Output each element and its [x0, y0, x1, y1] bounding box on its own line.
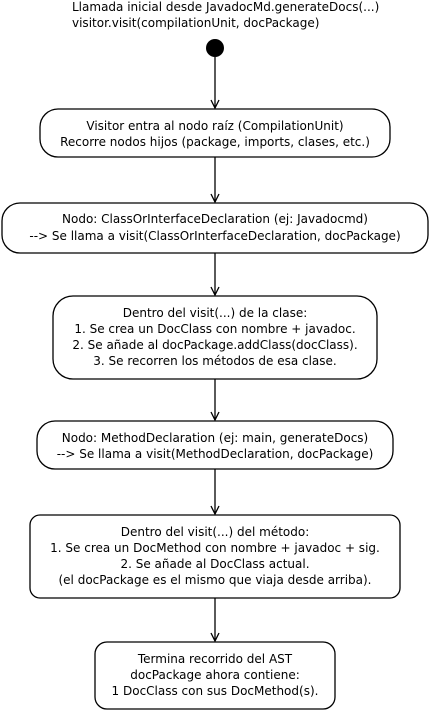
node-method-decl: Nodo: MethodDeclaration (ej: main, gener…: [36, 420, 394, 470]
arrowhead-end: [210, 632, 220, 643]
node-class-decl-line-2: --> Se llama a visit(ClassOrInterfaceDec…: [29, 229, 400, 243]
node-box-method-decl: [36, 420, 394, 470]
node-end-line-1: Termina recorrido del AST: [137, 652, 293, 666]
node-class-visit: Dentro del visit(...) de la clase: 1. Se…: [52, 295, 378, 380]
arrowhead-class-visit: [210, 286, 220, 297]
node-end: Termina recorrido del AST docPackage aho…: [94, 641, 336, 710]
arrowhead-class-decl: [210, 193, 220, 204]
node-method-visit-line-4: (el docPackage es el mismo que viaja des…: [58, 573, 371, 587]
node-box-class-decl: [1, 202, 429, 254]
node-end-line-3: 1 DocClass con sus DocMethod(s).: [112, 684, 319, 698]
node-root-line-1: Visitor entra al nodo raíz (CompilationU…: [86, 119, 343, 133]
node-method-visit-line-1: Dentro del visit(...) del método:: [121, 525, 310, 539]
node-class-visit-line-3: 2. Se añade al docPackage.addClass(docCl…: [72, 338, 357, 352]
header-line-1: Llamada inicial desde JavadocMd.generate…: [72, 0, 379, 14]
node-end-line-2: docPackage ahora contiene:: [130, 668, 300, 682]
node-class-visit-line-2: 1. Se crea un DocClass con nombre + java…: [74, 322, 355, 336]
edges-group: [210, 57, 220, 643]
arrowhead-method-visit: [210, 505, 220, 516]
node-box-class-visit: [52, 295, 378, 380]
start-node: [206, 39, 224, 57]
node-method-decl-line-1: Nodo: MethodDeclaration (ej: main, gener…: [62, 431, 368, 445]
node-method-visit-line-2: 1. Se crea un DocMethod con nombre + jav…: [50, 541, 380, 555]
node-method-visit-line-3: 2. Se añade al DocClass actual.: [120, 557, 309, 571]
arrowhead-method-decl: [210, 411, 220, 422]
node-root: Visitor entra al nodo raíz (CompilationU…: [39, 108, 391, 158]
node-method-visit: Dentro del visit(...) del método: 1. Se …: [29, 514, 401, 599]
header-line-2: visitor.visit(compilationUnit, docPackag…: [72, 16, 319, 30]
node-class-visit-line-1: Dentro del visit(...) de la clase:: [123, 306, 308, 320]
node-class-decl-line-1: Nodo: ClassOrInterfaceDeclaration (ej: J…: [62, 212, 368, 226]
arrowhead-root: [210, 99, 220, 110]
node-class-visit-line-4: 3. Se recorren los métodos de esa clase.: [93, 354, 337, 368]
node-root-line-2: Recorre nodos hijos (package, imports, c…: [60, 135, 370, 149]
node-box-root: [39, 108, 391, 158]
node-class-decl: Nodo: ClassOrInterfaceDeclaration (ej: J…: [1, 202, 429, 254]
node-box-end: [94, 641, 336, 710]
node-box-method-visit: [29, 514, 401, 599]
node-method-decl-line-2: --> Se llama a visit(MethodDeclaration, …: [57, 447, 374, 461]
